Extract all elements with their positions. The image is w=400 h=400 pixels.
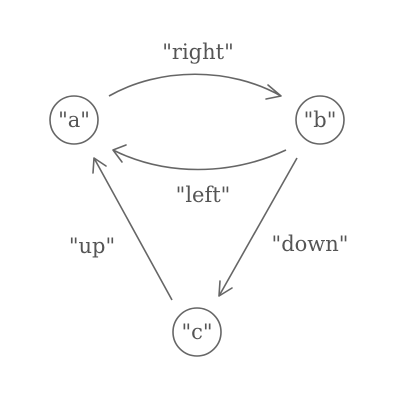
- edge-a-to-b-arrowhead: [265, 84, 282, 100]
- edge-b-to-c-arrowhead: [218, 280, 233, 297]
- edge-c-to-a-label: "up": [69, 234, 115, 258]
- edge-b-to-c: "down": [218, 157, 349, 297]
- node-a: "a": [49, 95, 99, 145]
- node-c: "c": [172, 307, 222, 357]
- node-c-label: "c": [181, 320, 212, 344]
- node-b-label: "b": [304, 108, 337, 132]
- edge-b-to-a: "left": [112, 144, 287, 207]
- edge-b-to-c-label: "down": [272, 232, 349, 256]
- node-b-circle: [295, 95, 345, 145]
- node-c-circle: [172, 307, 222, 357]
- edge-b-to-c-line: [218, 157, 298, 297]
- edge-b-to-a-line: [112, 149, 287, 171]
- node-a-label: "a": [58, 108, 90, 132]
- edge-a-to-b-line: [108, 73, 282, 97]
- node-a-circle: [49, 95, 99, 145]
- edge-c-to-a-arrowhead: [92, 157, 107, 174]
- edge-a-to-b: "right": [108, 40, 282, 100]
- node-b: "b": [295, 95, 345, 145]
- edge-c-to-a-line: [93, 157, 173, 301]
- edge-a-to-b-label: "right": [162, 40, 233, 64]
- edge-b-to-a-label: "left": [176, 183, 231, 207]
- edge-c-to-a: "up": [69, 157, 173, 301]
- edge-b-to-a-arrowhead: [112, 144, 127, 163]
